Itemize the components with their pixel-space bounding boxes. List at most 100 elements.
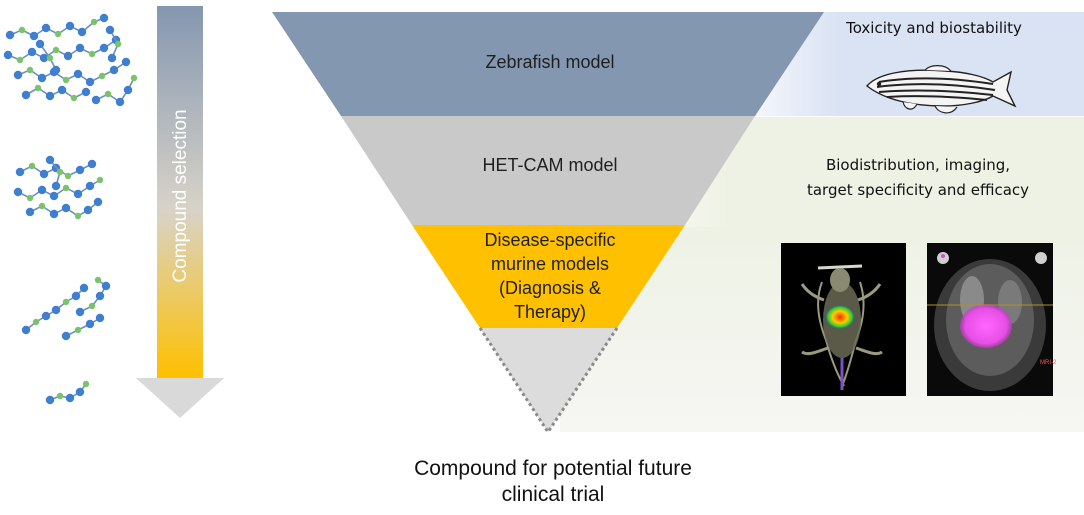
molecule-atom xyxy=(82,380,90,388)
murine-line-4: Therapy) xyxy=(514,302,586,322)
molecule-atom xyxy=(81,87,91,97)
molecule-atom xyxy=(13,187,23,197)
molecule-bond xyxy=(25,87,87,99)
molecule-atom xyxy=(61,203,71,213)
molecule-atom xyxy=(62,298,70,306)
molecule-atom xyxy=(46,54,54,62)
mri-label: MRI-2 xyxy=(1040,360,1057,366)
murine-model-label: Disease-specific murine models (Diagnosi… xyxy=(484,230,615,322)
molecule-atom xyxy=(39,53,49,63)
molecule-atom xyxy=(95,291,105,301)
murine-line-2: murine models xyxy=(491,254,609,274)
molecule-atom xyxy=(73,189,83,199)
molecule-atom xyxy=(93,197,103,207)
molecule-atom xyxy=(104,90,112,98)
toxicity-annotation: Toxicity and biostability xyxy=(845,19,1022,37)
molecule-atom xyxy=(70,94,78,102)
molecule-atom xyxy=(61,331,71,341)
hetcam-level xyxy=(341,116,755,225)
molecule-atom xyxy=(21,325,31,335)
murine-line-1: Disease-specific xyxy=(484,230,615,250)
molecule-atom xyxy=(73,69,83,79)
molecule-atom xyxy=(88,302,96,310)
molecule-atom xyxy=(71,291,81,301)
molecule-atom xyxy=(29,31,39,41)
molecule-atom xyxy=(5,30,15,40)
molecule-atom xyxy=(16,56,24,64)
molecule-atom xyxy=(75,165,85,175)
molecule-atom xyxy=(99,13,109,23)
pet-ct-image xyxy=(781,243,906,396)
molecule-atom xyxy=(38,202,46,210)
molecule-bond xyxy=(17,61,127,83)
molecule-atom xyxy=(41,311,51,321)
molecule-atom xyxy=(13,70,23,80)
molecule-atom xyxy=(56,392,64,400)
molecule-atom xyxy=(75,307,85,317)
molecule-atom xyxy=(130,74,138,82)
footer-line-2: clinical trial xyxy=(502,483,605,506)
footer-line-1: Compound for potential future xyxy=(414,457,692,480)
molecule-atom xyxy=(45,395,55,405)
molecule-atom xyxy=(99,43,109,53)
molecule-atom xyxy=(95,313,105,323)
biodistribution-line-1: Biodistribution, imaging, xyxy=(826,156,1010,174)
molecule-atom xyxy=(21,90,31,100)
molecule-bond xyxy=(7,39,117,61)
molecule-atom xyxy=(51,305,61,315)
molecule-bond xyxy=(65,317,101,337)
molecule-atom xyxy=(109,65,119,75)
molecule-atom xyxy=(34,84,42,92)
molecule-atom xyxy=(101,281,111,291)
molecule-atom xyxy=(105,25,115,35)
molecule-atom xyxy=(77,27,87,37)
molecule-atom xyxy=(37,185,47,195)
molecule-atom xyxy=(88,50,96,58)
molecule-atom xyxy=(85,319,95,329)
molecule-atom xyxy=(51,181,61,191)
molecule-atom xyxy=(63,51,73,61)
molecule-atom xyxy=(123,85,133,95)
murine-level xyxy=(412,225,685,328)
molecule-atom xyxy=(35,39,45,49)
molecule-atom xyxy=(25,207,35,217)
murine-line-3: (Diagnosis & xyxy=(499,278,601,298)
molecule-atom xyxy=(64,172,72,180)
molecule-atom xyxy=(49,209,59,219)
molecule-atom xyxy=(107,53,117,63)
molecule-atom xyxy=(75,43,85,53)
hetcam-model-label: HET-CAM model xyxy=(482,155,617,175)
funnel-dashed-right xyxy=(546,327,619,433)
molecule-atom xyxy=(75,387,85,397)
molecule-atom xyxy=(114,40,122,48)
molecule-atom xyxy=(18,26,26,34)
molecule-atom xyxy=(90,18,98,26)
molecule-atom xyxy=(96,176,104,184)
molecule-atom xyxy=(85,77,95,87)
molecule-atom xyxy=(39,169,49,179)
molecule-atom xyxy=(83,205,93,215)
zebrafish-model-label: Zebrafish model xyxy=(485,52,614,72)
molecule-atom xyxy=(52,46,60,54)
molecule-atom xyxy=(49,191,59,201)
molecule-atom xyxy=(54,30,62,38)
molecule-atom xyxy=(98,72,106,80)
molecule-chains xyxy=(3,13,138,405)
molecule-atom xyxy=(121,57,131,67)
molecule-atom xyxy=(57,85,67,95)
molecule-atom xyxy=(115,97,125,107)
mri-image: MRI-2 xyxy=(927,243,1057,396)
molecule-atom xyxy=(65,393,75,403)
molecule-atom xyxy=(37,73,47,83)
compound-selection-arrow: Compound selection xyxy=(136,6,224,418)
molecule-atom xyxy=(74,326,82,334)
molecule-atom xyxy=(45,91,55,101)
molecule-atom xyxy=(26,194,34,202)
funnel-dashed-left xyxy=(478,327,550,433)
biodistribution-line-2: target specificity and efficacy xyxy=(807,181,1029,199)
molecule-atom xyxy=(62,76,70,84)
molecule-atom xyxy=(79,283,89,293)
molecule-atom xyxy=(51,65,61,75)
molecule-atom xyxy=(15,167,25,177)
